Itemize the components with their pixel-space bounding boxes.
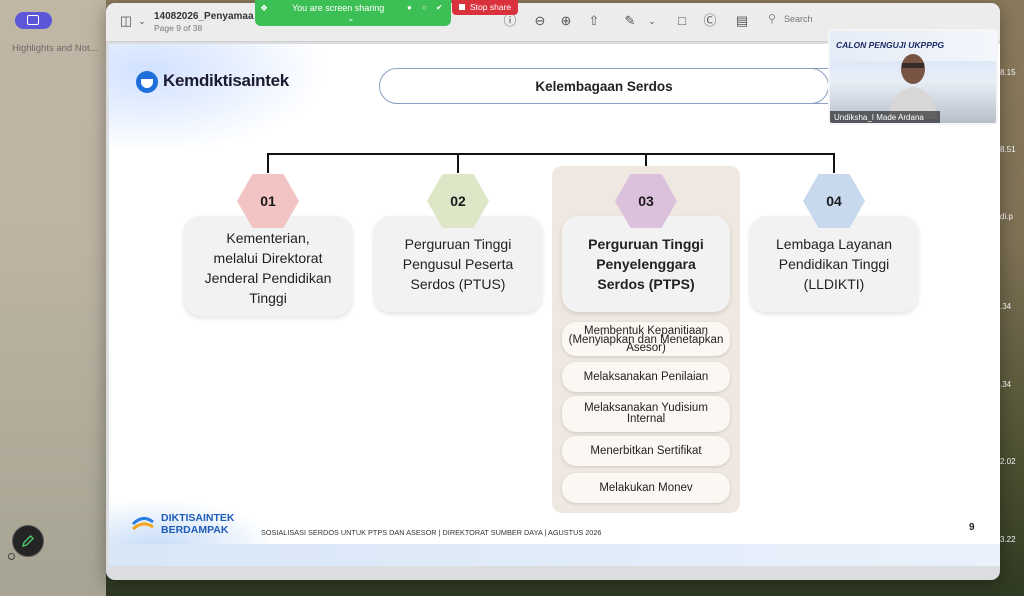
shield-icon[interactable]: ✔: [436, 3, 443, 12]
zoom-out-icon[interactable]: ⊖: [534, 13, 546, 28]
connector-line: [833, 153, 835, 173]
task-line: Melaksanakan Penilaian: [583, 371, 709, 383]
slide-bottom-bar: [109, 544, 1000, 566]
search-input[interactable]: [782, 13, 832, 25]
card-line: Tinggi: [249, 290, 287, 306]
screen-share-banner[interactable]: ❖ You are screen sharing ● ○ ✔ ⌄: [255, 0, 451, 26]
footer-brand: BERDAMPAK: [161, 524, 229, 536]
stop-icon: [459, 4, 465, 10]
task-item: Melaksanakan Penilaian: [562, 362, 730, 392]
slide-title: Kelembagaan Serdos: [379, 68, 829, 104]
bg-text: .34: [1000, 380, 1012, 389]
footer-text: SOSIALISASI SERDOS UNTUK PTPS DAN ASESOR…: [261, 528, 602, 537]
card-line: Penyelenggara: [596, 256, 696, 272]
task-line: (Menyiapkan dan Menetapkan: [568, 334, 724, 346]
rotate-icon[interactable]: □: [678, 13, 686, 28]
hex-number: 02: [450, 193, 466, 209]
footer-brand: DIKTISAINTEK: [161, 512, 235, 524]
hex-number: 04: [826, 193, 842, 209]
bg-text: 8.15: [1000, 68, 1016, 77]
task-line: Menerbitkan Sertifikat: [590, 445, 702, 457]
chevron-down-icon[interactable]: ⌄: [347, 13, 355, 23]
bg-text: .34: [1000, 302, 1012, 311]
connector-line: [267, 153, 269, 173]
host-sidebar: [0, 0, 106, 596]
card-lldikti: Lembaga Layanan Pendidikan Tinggi (LLDIK…: [750, 216, 918, 312]
record-icon[interactable]: ○: [422, 3, 427, 12]
card-line: melalui Direktorat: [213, 250, 323, 266]
stop-share-label: Stop share: [470, 2, 512, 12]
share-icon[interactable]: ⇧: [588, 13, 600, 28]
task-line: Internal: [626, 413, 666, 425]
card-line: Pengusul Peserta: [402, 256, 514, 272]
kemdiktisaintek-logo-icon: [136, 71, 158, 93]
card-line: Lembaga Layanan: [776, 236, 892, 252]
edit-button[interactable]: [12, 525, 44, 557]
connector-line: [267, 153, 835, 155]
page-indicator: Page 9 of 38: [154, 23, 203, 33]
card-line: Serdos (PTPS): [597, 276, 695, 292]
slide: Kemdiktisaintek Kelembagaan Serdos Kemen…: [109, 44, 1000, 566]
task-item: Melakukan Monev: [562, 473, 730, 503]
chevron-down-icon[interactable]: ⌄: [138, 16, 146, 26]
bg-text: 3.22: [1000, 535, 1016, 544]
connector-line: [457, 153, 459, 173]
sidebar-label: Highlights and Not...: [12, 43, 98, 54]
card-line: Perguruan Tinggi: [404, 236, 512, 252]
share-status: You are screen sharing: [292, 3, 385, 13]
hex-badge-02: 02: [427, 174, 489, 228]
card-ptps: Perguruan Tinggi Penyelenggara Serdos (P…: [562, 216, 730, 312]
markup-pen-icon[interactable]: ✎: [624, 13, 636, 28]
card-line: Kementerian,: [226, 230, 310, 246]
highlight-icon[interactable]: Ⓒ: [703, 13, 717, 28]
card-ptus: Perguruan Tinggi Pengusul Peserta Serdos…: [374, 216, 542, 312]
sidebar-view-button[interactable]: [15, 12, 52, 29]
participant-name: Undiksha_I Made Ardana: [834, 113, 924, 122]
search-field[interactable]: ⚲: [768, 12, 832, 30]
mic-icon[interactable]: ●: [407, 3, 412, 12]
status-dot: [8, 553, 15, 560]
task-line: Membentuk Kepanitiaan: [583, 325, 709, 337]
card-line: Jenderal Pendidikan: [204, 270, 332, 286]
chevron-down-icon[interactable]: ⌄: [648, 16, 656, 26]
participant-video[interactable]: CALON PENGUJI UKPPPG Undiksha_I Made Ard…: [828, 29, 998, 125]
hex-number: 01: [260, 193, 276, 209]
task-item: Melaksanakan Yudisium Internal: [562, 396, 730, 432]
info-icon[interactable]: ⓘ: [503, 13, 517, 28]
card-line: Serdos (PTUS): [410, 276, 506, 292]
sidebar-view-icon: [27, 15, 39, 25]
diktisaintek-logo-icon: [131, 517, 154, 531]
task-item: Membentuk Kepanitiaan (Menyiapkan dan Me…: [562, 322, 730, 356]
card-line: Pendidikan Tinggi: [778, 256, 890, 272]
connector-line: [645, 153, 647, 173]
bg-text: di.p: [1000, 212, 1013, 221]
task-line: Melakukan Monev: [599, 482, 693, 494]
participant-figure: [888, 54, 938, 119]
sidebar-toggle-icon[interactable]: ◫: [119, 13, 133, 28]
bg-text: 2.02: [1000, 457, 1016, 466]
card-line: (LLDIKTI): [803, 276, 865, 292]
brand-name: Kemdiktisaintek: [163, 71, 289, 90]
task-item: Menerbitkan Sertifikat: [562, 436, 730, 466]
page-number: 9: [969, 522, 975, 533]
document-title: 14082026_Penyamaa: [154, 11, 254, 22]
task-line: Asesor): [626, 342, 666, 354]
card-kementerian: Kementerian, melalui Direktorat Jenderal…: [184, 216, 352, 316]
task-line: Melaksanakan Yudisium: [584, 402, 708, 414]
bg-text: 8.51: [1000, 145, 1016, 154]
decor-wash: [109, 44, 329, 154]
video-banner-text: CALON PENGUJI UKPPPG: [836, 40, 945, 50]
hex-number: 03: [638, 193, 654, 209]
stop-share-button[interactable]: Stop share: [452, 0, 518, 15]
share-control-icon[interactable]: ❖: [260, 3, 269, 13]
slide-title-text: Kelembagaan Serdos: [535, 79, 673, 94]
card-line: Perguruan Tinggi: [588, 236, 704, 252]
pencil-icon: [21, 535, 34, 548]
zoom-in-icon[interactable]: ⊕: [560, 13, 572, 28]
participant-name-label: Undiksha_I Made Ardana: [830, 111, 940, 123]
sign-icon[interactable]: ▤: [735, 13, 749, 28]
search-icon: ⚲: [768, 13, 777, 25]
